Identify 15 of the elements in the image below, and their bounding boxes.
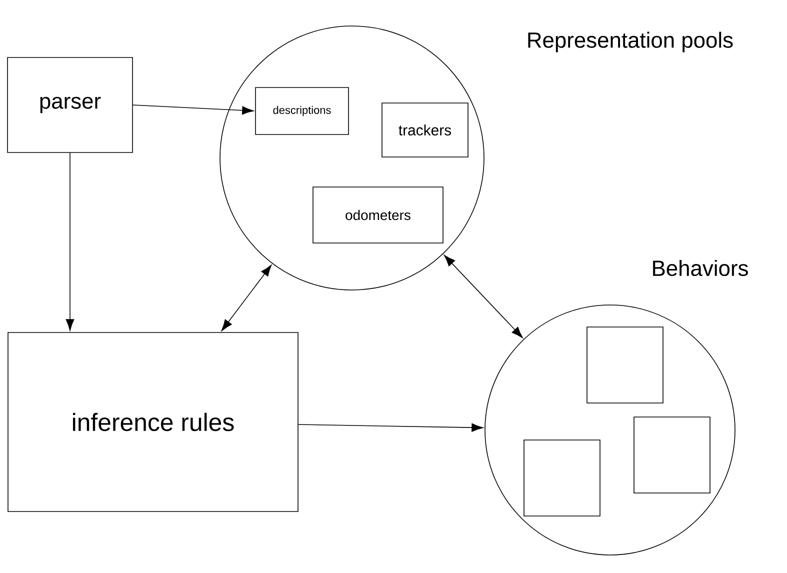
arrow [66, 152, 74, 331]
node-label: Representation pools [528, 32, 733, 52]
node-label: Behaviors [653, 260, 748, 276]
empty-box [634, 416, 710, 494]
process-box: parser [7, 57, 133, 153]
process-box: inference rules [8, 332, 298, 512]
process-box: odometers [312, 186, 444, 244]
arrow [444, 254, 523, 338]
arrow [132, 104, 254, 115]
empty-box [586, 326, 664, 404]
process-box: descriptions [255, 87, 349, 135]
arrow [298, 423, 484, 432]
arrow [221, 264, 272, 332]
empty-box [524, 440, 600, 516]
process-box: trackers [382, 102, 468, 158]
